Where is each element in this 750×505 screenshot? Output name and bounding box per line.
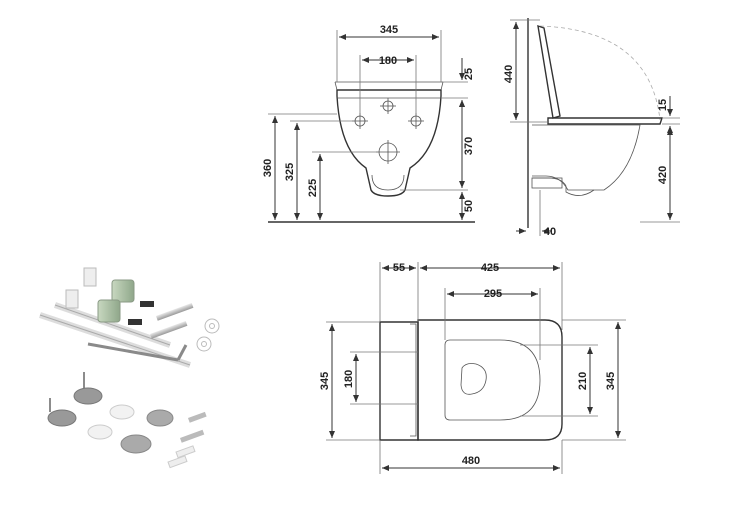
- side-bowl: [532, 124, 641, 191]
- fixing-kit-illustration: [39, 267, 220, 469]
- label-front-total-height: 360: [262, 159, 274, 177]
- label-top-bowl-length: 425: [481, 262, 499, 274]
- label-top-total-width: 345: [605, 372, 617, 390]
- label-front-upper-height: 370: [463, 137, 475, 155]
- label-top-fixing-spacing: 180: [343, 370, 355, 388]
- front-bowl-outline: [336, 89, 442, 197]
- label-side-lid-height: 440: [503, 65, 515, 83]
- label-side-rim-height: 420: [657, 166, 669, 184]
- top-inner-bowl: [444, 339, 541, 421]
- label-top-wall-offset: 55: [393, 262, 405, 274]
- label-top-total-length: 480: [462, 455, 480, 467]
- label-side-seat-gap: 15: [657, 99, 669, 111]
- top-wall-block: [379, 321, 419, 441]
- label-side-wall-gap: 40: [544, 226, 556, 238]
- wall-plugs: [65, 267, 194, 339]
- front-outlet: [371, 174, 405, 191]
- top-seat-outline: [417, 319, 563, 441]
- front-fixing-holes: [352, 98, 424, 164]
- label-front-outlet-height: 225: [307, 179, 319, 197]
- label-front-bottom: 50: [463, 200, 475, 212]
- threaded-rods: [39, 302, 191, 368]
- label-top-inner-width: 210: [577, 372, 589, 390]
- top-view: 55 425 295 180 345 210 345 480: [319, 262, 626, 474]
- seat-fixing-parts: [47, 372, 207, 469]
- side-seat: [547, 117, 663, 125]
- washers: [196, 318, 220, 352]
- side-view: 440 15 420 40: [503, 18, 680, 238]
- label-front-hole-height: 325: [284, 163, 296, 181]
- label-front-seat-thickness: 25: [463, 68, 475, 80]
- side-raised-lid: [537, 24, 561, 119]
- label-top-side-width: 345: [319, 372, 331, 390]
- label-top-inner-length: 295: [484, 288, 502, 300]
- label-front-hole-spacing: 180: [379, 55, 397, 67]
- top-drain: [460, 363, 487, 395]
- label-front-top-width: 345: [380, 24, 398, 36]
- side-lid-arc: [539, 25, 661, 121]
- front-view: 345 180 25 370 50 360 325 225: [262, 24, 475, 223]
